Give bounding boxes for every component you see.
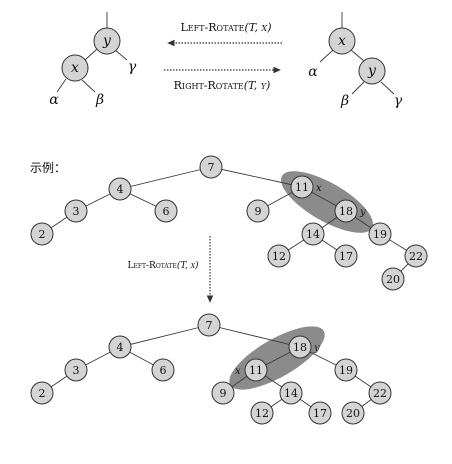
after-node-label-7: 7 [206, 319, 213, 332]
middle-operation: Left-Rotate(T, x) [127, 236, 214, 303]
before-node-9 [246, 199, 270, 223]
schematic-right-label-gamma: γ [394, 93, 403, 109]
before-tag-x: x [316, 183, 322, 194]
before-edge-7-4 [119, 166, 212, 190]
schematic-right: x y α β γ [308, 12, 403, 109]
before-node-18 [334, 199, 358, 223]
after-node-4 [108, 335, 132, 359]
before-node-label-20: 20 [386, 273, 400, 286]
schematic-right-edge-y-gamma [380, 81, 395, 95]
before-node-label-6: 6 [163, 205, 170, 218]
after-node-label-20: 20 [346, 407, 360, 420]
schematic-left: y x γ α β [49, 12, 137, 108]
right-rotate-label: Right-Rotate(T, y) [174, 79, 271, 92]
before-node-label-3: 3 [73, 205, 80, 218]
schematic-left-edge-x-alpha [56, 78, 67, 93]
after-node-label-6: 6 [160, 364, 167, 377]
schematic-left-node-y [93, 27, 121, 55]
schematic-left-edge-y-gamma [114, 49, 128, 61]
schematic-right-node-x [328, 27, 356, 55]
before-node-14 [301, 222, 325, 246]
after-node-12 [250, 401, 274, 425]
after-node-3 [64, 358, 88, 382]
before-node-2 [30, 222, 54, 246]
after-node-18 [288, 335, 312, 359]
schematic-left-label-alpha: α [49, 92, 59, 108]
schematic-right-label-beta: β [340, 93, 349, 109]
before-node-label-11: 11 [295, 181, 309, 194]
left-rotate-label: Left-Rotate(T, x) [180, 21, 271, 34]
after-node-7 [197, 313, 221, 337]
schematic-right-label-x: x [338, 33, 346, 49]
before-edge-7-11 [210, 166, 303, 188]
after-node-label-12: 12 [255, 407, 269, 420]
schematic-left-edge-x-beta [81, 79, 96, 93]
before-node-label-18: 18 [339, 205, 353, 218]
before-node-7 [199, 155, 223, 179]
schematic-left-node-x [61, 54, 89, 82]
before-tree: 7 4 3 2 6 11 9 18 14 12 17 19 22 20 x y [30, 155, 428, 291]
before-node-4 [108, 177, 132, 201]
schematic-left-label-y: y [102, 33, 112, 49]
after-node-14 [279, 381, 303, 405]
schematic-right-edge-y-beta [351, 81, 365, 95]
after-node-19 [334, 358, 358, 382]
before-node-3 [64, 199, 88, 223]
schematic-left-edge-y-x [84, 48, 98, 61]
schematic-right-node-y [358, 57, 386, 85]
middle-rotate-label: Left-Rotate(T, x) [127, 260, 199, 271]
schematic-right-label-y: y [367, 63, 377, 79]
after-highlight [229, 326, 325, 390]
after-node-22 [368, 381, 392, 405]
example-label: 示例： [30, 161, 66, 175]
after-node-label-4: 4 [117, 341, 124, 354]
before-node-label-19: 19 [373, 228, 387, 241]
after-node-label-17: 17 [313, 407, 327, 420]
after-node-label-11: 11 [249, 364, 263, 377]
before-node-20 [381, 267, 405, 291]
after-node-17 [308, 401, 332, 425]
before-node-11 [290, 175, 314, 199]
after-node-label-2: 2 [39, 387, 46, 400]
before-node-label-9: 9 [255, 205, 262, 218]
schematic-right-label-alpha: α [308, 64, 318, 80]
before-node-17 [334, 244, 358, 268]
after-tree: 7 4 3 2 6 18 11 9 14 12 17 19 22 20 x y [30, 313, 392, 425]
schematic-operations: Left-Rotate(T, x) Right-Rotate(T, y) [164, 21, 282, 92]
before-node-label-12: 12 [272, 250, 286, 263]
after-node-label-3: 3 [73, 364, 80, 377]
before-node-22 [404, 244, 428, 268]
schematic-left-label-gamma: γ [128, 59, 137, 75]
after-edge-7-18 [208, 324, 301, 348]
before-highlight [280, 171, 374, 233]
schematic-left-label-beta: β [95, 92, 104, 108]
schematic-right-edge-x-y [350, 49, 365, 62]
after-node-2 [30, 381, 54, 405]
after-node-20 [341, 401, 365, 425]
before-node-label-7: 7 [208, 161, 215, 174]
after-node-6 [151, 358, 175, 382]
after-node-label-14: 14 [284, 387, 298, 400]
before-node-label-2: 2 [39, 228, 46, 241]
schematic-left-label-x: x [71, 60, 79, 76]
before-node-12 [267, 244, 291, 268]
after-node-11 [244, 358, 268, 382]
after-tag-x: x [235, 366, 241, 377]
after-edge-7-4 [119, 324, 210, 348]
after-node-9 [211, 381, 235, 405]
after-node-label-18: 18 [293, 341, 307, 354]
after-node-label-22: 22 [373, 387, 387, 400]
before-node-19 [368, 222, 392, 246]
after-node-label-19: 19 [339, 364, 353, 377]
before-node-6 [154, 199, 178, 223]
before-tag-y: y [359, 207, 366, 218]
after-node-label-9: 9 [220, 387, 227, 400]
before-node-label-14: 14 [306, 228, 320, 241]
schematic-right-edge-x-alpha [319, 49, 334, 63]
before-node-label-17: 17 [339, 250, 353, 263]
before-node-label-4: 4 [117, 183, 124, 196]
after-tag-y: y [313, 343, 320, 354]
before-node-label-22: 22 [409, 250, 423, 263]
